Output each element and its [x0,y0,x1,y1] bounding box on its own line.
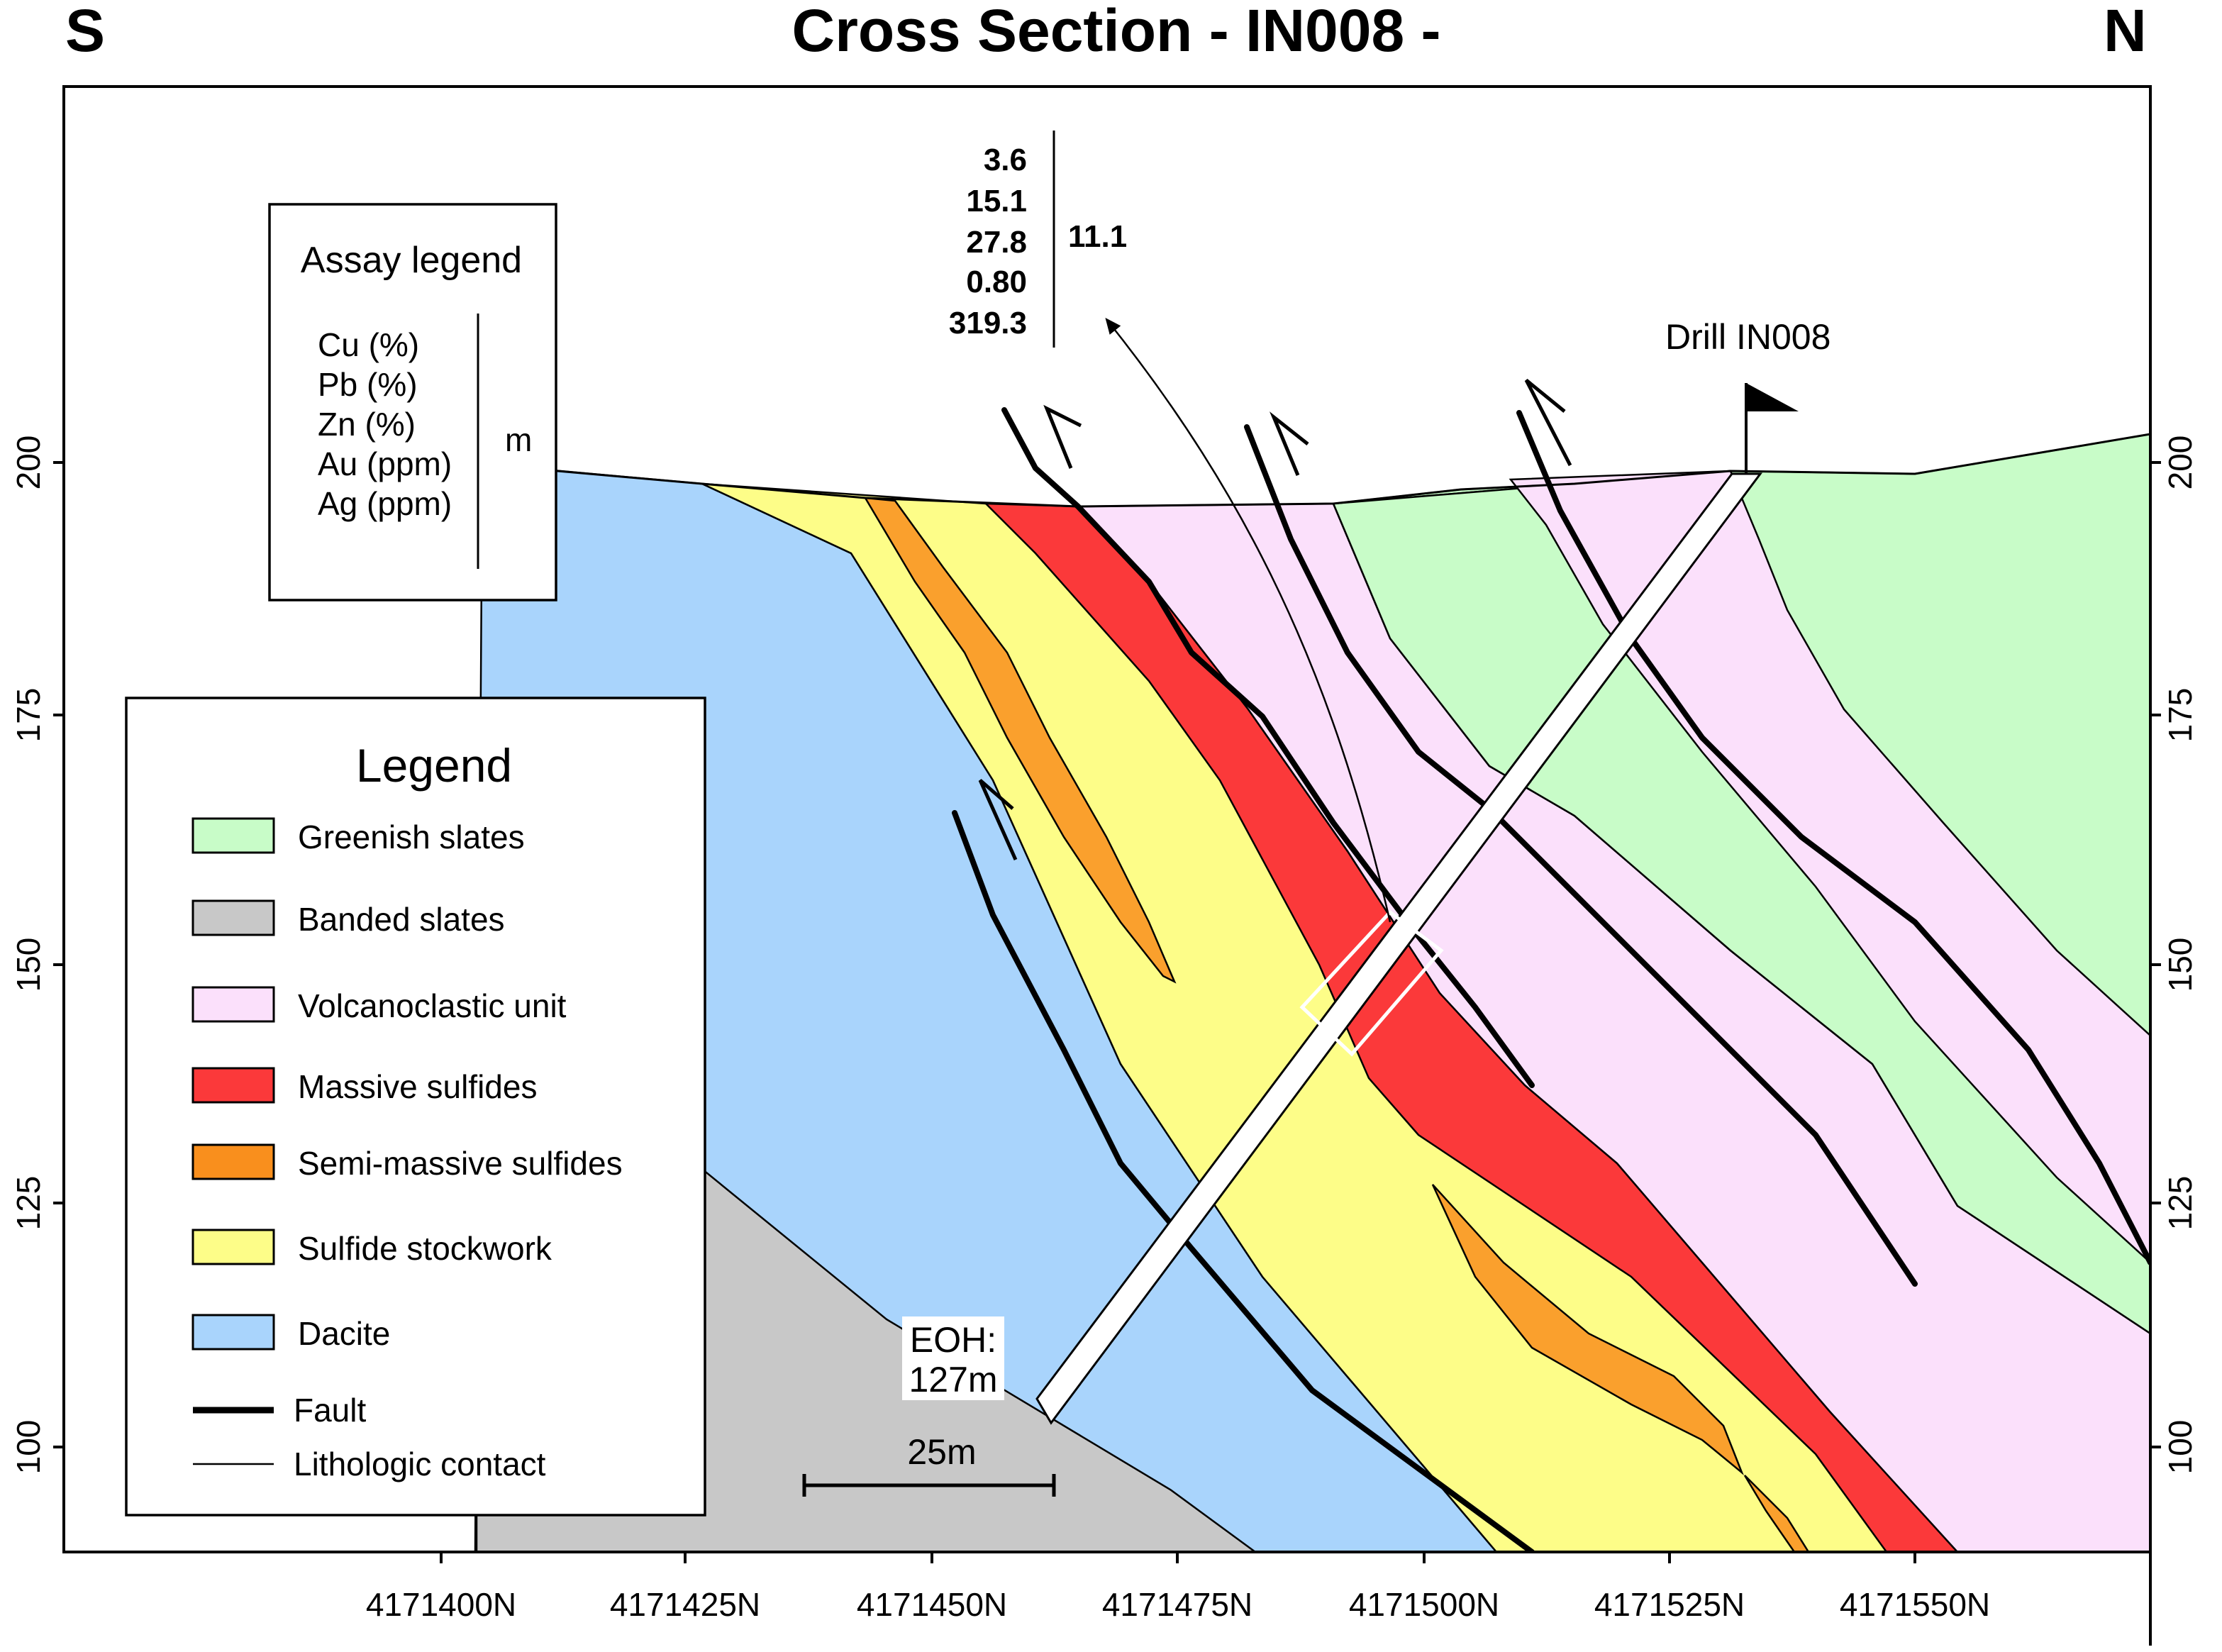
legend-label-volcanoclastic: Volcanoclastic unit [298,987,567,1024]
y-tick-label-left: 200 [10,436,47,490]
mineralized-intercept-box [1299,909,1444,1057]
y-tick-label-right: 175 [2162,688,2199,743]
topographic-surface [476,433,2150,508]
fault-arrow-1 [978,779,1018,861]
assay-intercept: 3.6 15.1 27.8 0.80 319.3 11.1 [949,131,1127,348]
fault-4 [1516,410,2150,1265]
legend-label-banded-slates: Banded slates [298,901,505,938]
assay-value-zn: 27.8 [966,225,1027,260]
y-tick-label-right: 125 [2162,1176,2199,1231]
scale-bar [802,1474,1056,1497]
fault-2 [1001,407,1535,1088]
legend-swatch-sulfide-stockwork [191,1229,275,1265]
assay-legend-unit: m [505,421,532,458]
north-label: N [2104,0,2147,64]
assay-value-au: 0.80 [966,265,1027,299]
unit-semi-massive-lens-bottom [1743,1475,1810,1552]
x-axis-ticks [440,1552,1916,1563]
drill-collar: Drill IN008 [1665,317,1831,474]
unit-semi-massive-lens-upper [863,497,1177,984]
legend-label-sulfide-stockwork: Sulfide stockwork [298,1230,552,1267]
assay-legend: Assay legend Cu (%) Pb (%) Zn (%) Au (pp… [268,203,557,602]
assay-legend-item: Ag (ppm) [318,485,452,522]
unit-semi-massive-lens-lower [1431,1184,1744,1476]
y-tick-label-left: 125 [10,1176,47,1231]
legend-label-greenish-slates: Greenish slates [298,819,525,855]
y-tick-label-right: 100 [2162,1420,2199,1475]
assay-legend-item: Pb (%) [318,366,418,403]
legend-label-dacite: Dacite [298,1315,390,1352]
legend-label-fault: Fault [294,1392,366,1429]
assay-value-ag: 319.3 [949,306,1027,340]
y-axis-ticks [53,461,2161,1448]
drill-hole-trace [1035,472,1762,1425]
assay-length: 11.1 [1068,219,1127,254]
legend-title: Legend [356,739,512,792]
diagram-title: Cross Section - IN008 - [792,0,1441,64]
geology-units [64,87,2150,1552]
x-tick-label: 4171550N [1840,1586,1990,1623]
assay-legend-title: Assay legend [301,240,522,281]
eoh-label: EOH: 127m [902,1316,1004,1400]
flag-icon [1746,383,1799,411]
legend-label-massive-sulfides: Massive sulfides [298,1068,537,1105]
legend-label-semi-massive-sulfides: Semi-massive sulfides [298,1145,623,1182]
legend-swatch-greenish-slates [191,817,275,854]
unit-volcanoclastic-upper [1509,470,2150,1264]
south-label: S [65,0,105,64]
x-tick-label: 4171400N [366,1586,516,1623]
fault-movement-symbols [978,379,1572,861]
x-tick-label: 4171425N [610,1586,760,1623]
assay-legend-item: Zn (%) [318,406,416,443]
y-axis-labels-right: 200 175 150 125 100 [2162,436,2199,1475]
x-tick-label: 4171500N [1349,1586,1499,1623]
legend-swatch-semi-massive-sulfides [191,1143,275,1180]
y-tick-label-left: 150 [10,938,47,992]
fault-arrow-2 [1043,404,1082,469]
fault-1 [952,810,1535,1552]
intercept-arrow [1105,318,1391,923]
legend-swatch-massive-sulfides [191,1067,275,1104]
x-tick-label: 4171450N [857,1586,1007,1623]
y-tick-label-right: 150 [2162,938,2199,992]
assay-value-cu: 3.6 [984,143,1027,177]
x-tick-label: 4171475N [1102,1586,1252,1623]
fault-arrow-3 [1270,411,1309,476]
eoh-label-line1: EOH: [910,1320,996,1360]
legend-swatch-volcanoclastic [191,986,275,1023]
drill-label: Drill IN008 [1665,317,1831,357]
assay-legend-item: Au (ppm) [318,445,452,482]
y-tick-label-left: 175 [10,688,47,743]
legend-swatch-dacite [191,1314,275,1351]
eoh-label-line2: 127m [909,1360,997,1399]
scale-bar-label: 25m [907,1432,976,1472]
y-tick-label-right: 200 [2162,436,2199,490]
assay-legend-item: Cu (%) [318,326,419,363]
legend: Legend Greenish slates Banded slates Vol… [125,697,706,1517]
legend-swatch-banded-slates [191,899,275,936]
x-tick-label: 4171525N [1594,1586,1745,1623]
legend-label-contact: Lithologic contact [294,1446,546,1482]
fault-arrow-4 [1524,379,1572,467]
assay-value-pb: 15.1 [966,184,1027,218]
x-axis-labels: 4171400N 4171425N 4171450N 4171475N 4171… [366,1586,1990,1623]
section-frame [62,85,2152,1553]
y-tick-label-left: 100 [10,1420,47,1475]
y-axis-labels-left: 200 175 150 125 100 [10,436,47,1475]
